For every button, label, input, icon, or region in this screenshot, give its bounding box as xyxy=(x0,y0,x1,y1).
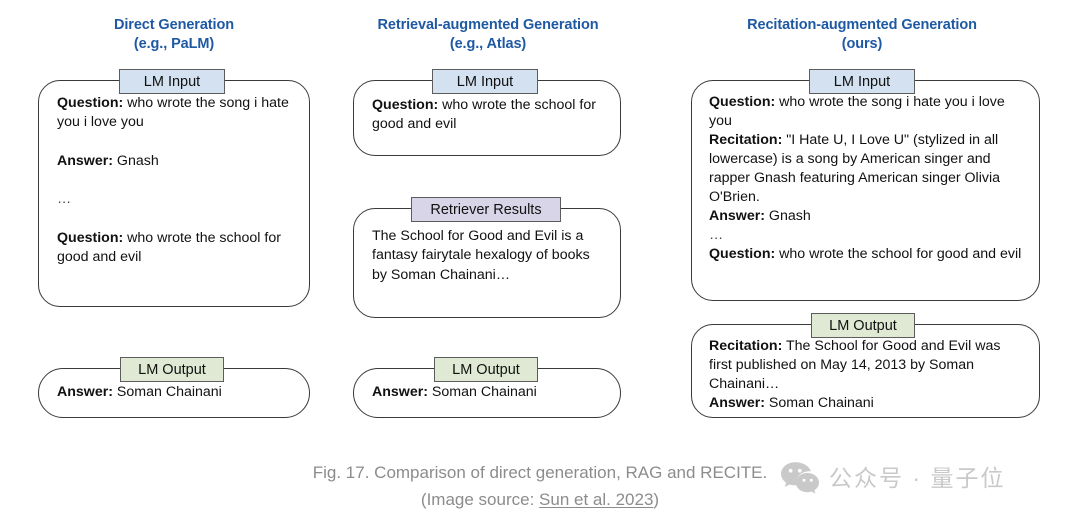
input-ellipsis: … xyxy=(709,227,725,243)
answer-text: Soman Chainani xyxy=(112,384,222,400)
column-title-line2: (e.g., PaLM) xyxy=(133,36,215,52)
lm-output-body-rag: Answer: Soman Chainani xyxy=(372,383,606,402)
recitation-text: The School for Good and Evil was first p… xyxy=(709,338,1001,392)
answer-text: Soman Chainani xyxy=(764,395,874,411)
lm-input-body-recite: Question: who wrote the song i hate you … xyxy=(709,93,1027,264)
recitation-label: Recitation: xyxy=(709,132,783,148)
lm-input-body-direct: Question: who wrote the song i hate you … xyxy=(57,94,295,267)
figure-caption: Fig. 17. Comparison of direct generation… xyxy=(0,459,1080,513)
caption-prefix: (Image source: xyxy=(420,490,540,509)
answer-text: Soman Chainani xyxy=(427,384,537,400)
question-label: Question: xyxy=(372,97,439,113)
recitation-label: Recitation: xyxy=(709,338,783,354)
question-label: Question: xyxy=(709,94,776,110)
question-text: who wrote the school for good and evil xyxy=(57,229,281,266)
caption-line-2: (Image source: Sun et al. 2023) xyxy=(0,486,1080,513)
lm-output-box-recite: Recitation: The School for Good and Evil… xyxy=(691,324,1040,418)
answer-label: Answer: xyxy=(372,384,428,400)
question-text: who wrote the song i hate you i love you xyxy=(709,94,1005,129)
lm-output-body-recite: Recitation: The School for Good and Evil… xyxy=(709,337,1009,413)
column-title-recitation-augmented: Recitation-augmented Generation (ours) xyxy=(682,16,1042,54)
output-answer: Answer: Soman Chainani xyxy=(709,394,1009,413)
retriever-text: The School for Good and Evil is a fantas… xyxy=(372,228,590,283)
question-text: who wrote the school for good and evil xyxy=(775,246,1022,262)
chip-lm-output-direct[interactable]: LM Output xyxy=(120,357,224,382)
question-label: Question: xyxy=(57,229,124,246)
watermark: 公众号 · 量子位 xyxy=(780,461,1005,495)
column-title-line2: (e.g., Atlas) xyxy=(449,36,527,52)
caption-source-link[interactable]: Sun et al. 2023 xyxy=(539,490,654,509)
output-answer: Answer: Soman Chainani xyxy=(372,383,606,402)
chip-lm-input-recite[interactable]: LM Input xyxy=(809,69,915,94)
answer-label: Answer: xyxy=(57,152,113,169)
watermark-text: 公众号 · 量子位 xyxy=(829,465,1006,491)
question-label: Question: xyxy=(709,246,776,262)
column-title-line1: Direct Generation xyxy=(114,17,234,33)
recitation-text: "I Hate U, I Love U" (stylized in all lo… xyxy=(709,132,1000,205)
lm-input-box-direct: Question: who wrote the song i hate you … xyxy=(38,80,310,307)
question-label: Question: xyxy=(57,95,124,111)
input-answer-1: Answer: Gnash xyxy=(709,207,1027,226)
column-title-direct-generation: Direct Generation (e.g., PaLM) xyxy=(38,16,310,54)
input-question-2: Question: who wrote the school for good … xyxy=(57,229,295,268)
answer-label: Answer: xyxy=(709,208,765,224)
input-question-2: Question: who wrote the school for good … xyxy=(709,245,1027,264)
wechat-icon xyxy=(780,461,820,495)
input-question-1: Question: who wrote the song i hate you … xyxy=(709,93,1027,131)
question-text: who wrote the school for good and evil xyxy=(372,97,596,133)
output-answer: Answer: Soman Chainani xyxy=(57,383,295,402)
column-title-line2: (ours) xyxy=(841,36,883,52)
chip-lm-output-rag[interactable]: LM Output xyxy=(434,357,538,382)
input-question-1: Question: who wrote the song i hate you … xyxy=(57,94,295,133)
lm-output-body-direct: Answer: Soman Chainani xyxy=(57,383,295,402)
output-recitation: Recitation: The School for Good and Evil… xyxy=(709,337,1009,394)
input-answer-1: Answer: Gnash xyxy=(57,152,295,171)
input-question: Question: who wrote the school for good … xyxy=(372,96,606,135)
lm-input-box-recite: Question: who wrote the song i hate you … xyxy=(691,80,1040,301)
question-text: who wrote the song i hate you i love you xyxy=(57,95,289,131)
chip-lm-input-direct[interactable]: LM Input xyxy=(119,69,225,94)
retriever-results-body: The School for Good and Evil is a fantas… xyxy=(372,227,598,285)
answer-text: Gnash xyxy=(112,152,159,169)
column-title-line1: Retrieval-augmented Generation xyxy=(377,17,599,33)
input-ellipsis: … xyxy=(57,191,73,208)
retriever-results-box: The School for Good and Evil is a fantas… xyxy=(353,208,621,318)
caption-line-1: Fig. 17. Comparison of direct generation… xyxy=(312,463,768,482)
input-recitation: Recitation: "I Hate U, I Love U" (styliz… xyxy=(709,131,1027,207)
chip-retriever-results[interactable]: Retriever Results xyxy=(411,197,561,222)
chip-lm-output-recite[interactable]: LM Output xyxy=(811,313,915,338)
answer-label: Answer: xyxy=(57,384,113,400)
column-title-retrieval-augmented: Retrieval-augmented Generation (e.g., At… xyxy=(340,16,636,54)
caption-suffix: ) xyxy=(653,490,660,509)
answer-label: Answer: xyxy=(709,395,765,411)
chip-lm-input-rag[interactable]: LM Input xyxy=(432,69,538,94)
lm-input-body-rag: Question: who wrote the school for good … xyxy=(372,96,606,135)
answer-text: Gnash xyxy=(764,208,811,224)
column-title-line1: Recitation-augmented Generation xyxy=(747,17,977,33)
